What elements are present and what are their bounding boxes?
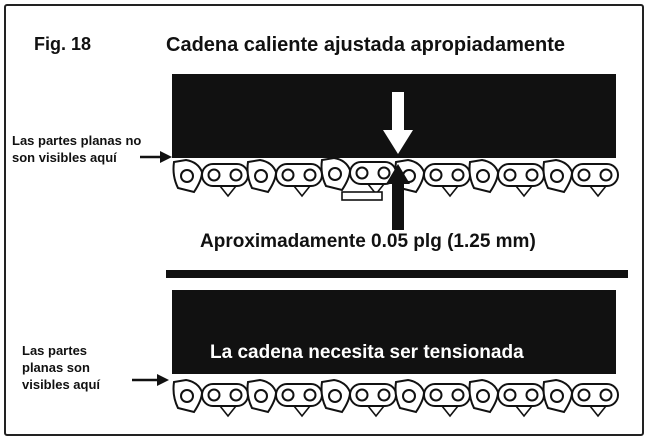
figure-frame — [4, 4, 644, 436]
measurement-label: Aproximadamente 0.05 plg (1.25 mm) — [200, 231, 536, 252]
divider — [166, 270, 628, 278]
bottom-bar-caption: La cadena necesita ser tensionada — [210, 342, 524, 363]
arrow-right-icon — [132, 374, 169, 386]
figure-label: Fig. 18 — [34, 34, 92, 54]
top-chain — [172, 157, 619, 201]
top-side-note: Las partes planas no son visibles aquí — [12, 133, 142, 165]
bottom-chain — [172, 379, 619, 417]
arrow-right-icon — [140, 151, 172, 163]
bottom-guide-bar — [172, 290, 616, 374]
arrow-down-icon — [383, 92, 413, 154]
top-caption: Cadena caliente ajustada apropiadamente — [166, 34, 566, 56]
bottom-side-note: Las partes planas son visibles aquí — [22, 343, 101, 392]
arrow-up-icon — [386, 164, 410, 230]
